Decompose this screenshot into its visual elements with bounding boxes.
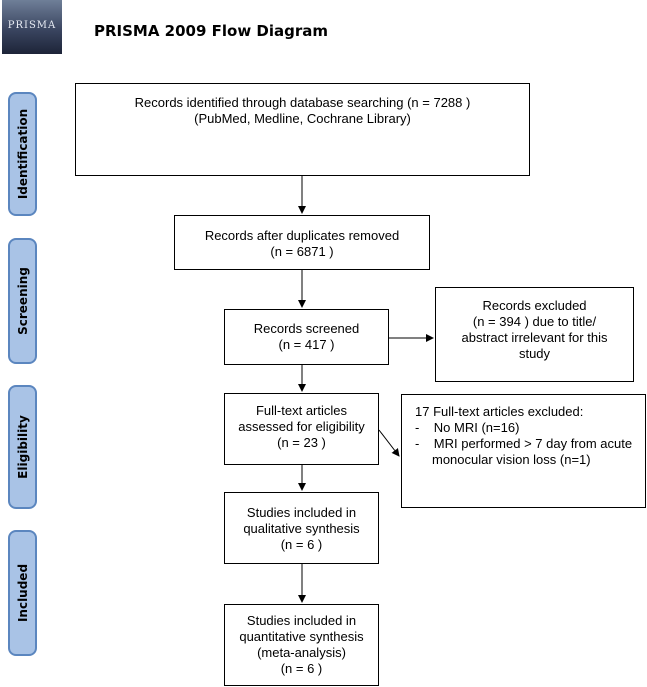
exclusion-reason-late-mri: MRI performed > 7 day from acute monocul… <box>432 436 633 467</box>
records-excluded-reason-end: study <box>518 346 551 361</box>
quantitative-meta: (meta-analysis) <box>257 645 346 660</box>
records-identified-sources: (PubMed, Medline, Cochrane Library) <box>194 111 411 126</box>
qualitative-line2: qualitative synthesis <box>243 521 360 536</box>
records-excluded-count: (n = 394 ) due to title/ <box>472 314 597 329</box>
logo-text: PRISMA <box>7 20 57 31</box>
records-identified-text: Records identified through database sear… <box>134 95 471 110</box>
box-fulltext-assessed: Full-text articles assessed for eligibil… <box>224 393 379 465</box>
fulltext-excluded-heading: 17 Full-text articles excluded: <box>415 404 584 419</box>
qualitative-count: (n = 6 ) <box>280 537 323 552</box>
exclusion-reason-item: - No MRI (n=16) <box>415 420 520 435</box>
quantitative-line1: Studies included in <box>246 613 357 628</box>
fulltext-assessed-count: (n = 23 ) <box>277 435 326 450</box>
box-qualitative-synthesis: Studies included in qualitative synthesi… <box>224 492 379 564</box>
box-after-duplicates: Records after duplicates removed (n = 68… <box>174 215 430 270</box>
box-quantitative-synthesis: Studies included in quantitative synthes… <box>224 604 379 686</box>
fulltext-assessed-line1: Full-text articles <box>255 403 348 418</box>
box-records-identified: Records identified through database sear… <box>75 83 530 176</box>
stage-identification: Identification <box>8 92 37 216</box>
exclusion-reason-item: - MRI performed > 7 day from acute monoc… <box>415 436 633 467</box>
box-records-excluded: Records excluded (n = 394 ) due to title… <box>435 287 634 382</box>
stage-included: Included <box>8 530 37 656</box>
records-excluded-reason: abstract irrelevant for this <box>461 330 608 345</box>
box-records-screened: Records screened (n = 417 ) <box>224 309 389 365</box>
box-fulltext-excluded: 17 Full-text articles excluded: - No MRI… <box>401 394 646 508</box>
quantitative-count: (n = 6 ) <box>280 661 323 676</box>
arrow-fulltext-to-excluded <box>378 429 400 457</box>
page-title: PRISMA 2009 Flow Diagram <box>94 22 329 40</box>
qualitative-line1: Studies included in <box>246 505 357 520</box>
prisma-logo: PRISMA <box>2 0 62 54</box>
records-screened-count: (n = 417 ) <box>278 337 335 352</box>
records-screened-text: Records screened <box>253 321 360 336</box>
quantitative-line2: quantitative synthesis <box>239 629 364 644</box>
records-excluded-title: Records excluded <box>482 298 587 313</box>
after-duplicates-text: Records after duplicates removed <box>204 228 400 243</box>
after-duplicates-count: (n = 6871 ) <box>270 244 334 259</box>
stage-eligibility: Eligibility <box>8 385 37 509</box>
fulltext-assessed-line2: assessed for eligibility <box>238 419 365 434</box>
exclusion-reason-no-mri: No MRI (n=16) <box>433 420 520 435</box>
stage-screening: Screening <box>8 238 37 364</box>
